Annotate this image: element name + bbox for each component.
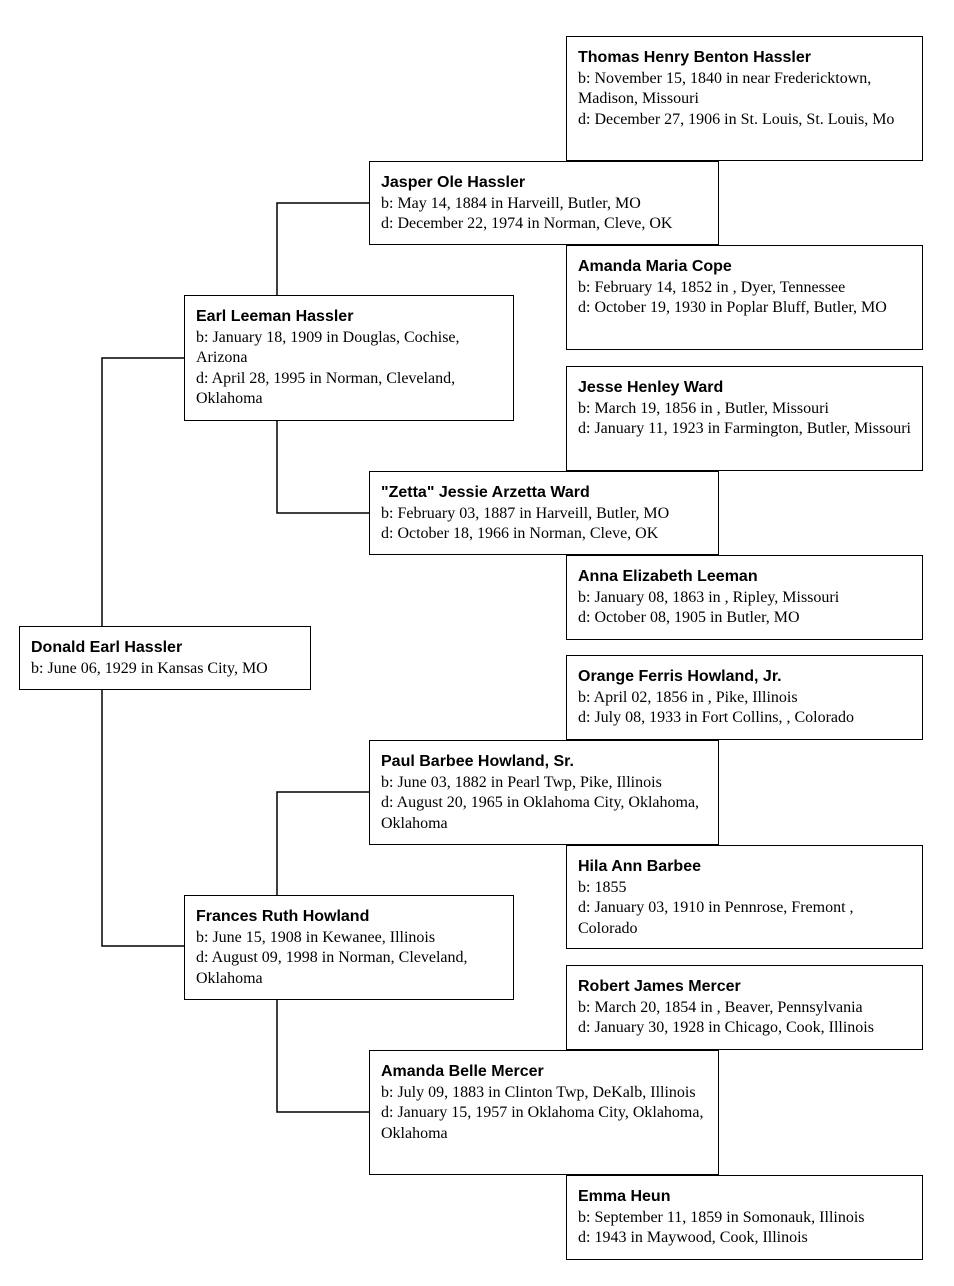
person-birth: b: February 03, 1887 in Harveill, Butler… <box>381 504 670 522</box>
person-birth: b: July 09, 1883 in Clinton Twp, DeKalb,… <box>381 1083 696 1101</box>
person-name: Hila Ann Barbee <box>578 858 701 875</box>
person-birth: b: February 14, 1852 in , Dyer, Tennesse… <box>578 278 846 296</box>
person-box-p7: Amanda Belle Mercer b: July 09, 1883 in … <box>369 1050 719 1175</box>
person-box-p12: Orange Ferris Howland, Jr. b: April 02, … <box>566 655 923 740</box>
person-death: d: January 11, 1923 in Farmington, Butle… <box>578 420 911 437</box>
person-birth: b: November 15, 1840 in near Frederickto… <box>578 69 872 108</box>
person-birth: b: 1855 <box>578 878 627 896</box>
person-name: Frances Ruth Howland <box>196 908 370 925</box>
person-death: d: January 30, 1928 in Chicago, Cook, Il… <box>578 1019 874 1036</box>
person-box-p5: "Zetta" Jessie Arzetta Ward b: February … <box>369 471 719 555</box>
connector-p1-parents <box>101 357 184 947</box>
connector-p3-parents <box>276 791 369 1113</box>
person-birth: b: April 02, 1856 in , Pike, Illinois <box>578 688 798 706</box>
person-birth: b: September 11, 1859 in Somonauk, Illin… <box>578 1208 865 1226</box>
person-box-p14: Robert James Mercer b: March 20, 1854 in… <box>566 965 923 1050</box>
person-name: Amanda Maria Cope <box>578 258 732 275</box>
person-name: Paul Barbee Howland, Sr. <box>381 753 574 770</box>
person-birth: b: June 06, 1929 in Kansas City, MO <box>31 659 268 677</box>
person-box-p13: Hila Ann Barbee b: 1855 d: January 03, 1… <box>566 845 923 949</box>
person-birth: b: January 08, 1863 in , Ripley, Missour… <box>578 588 840 606</box>
person-name: Jasper Ole Hassler <box>381 174 526 191</box>
person-birth: b: March 19, 1856 in , Butler, Missouri <box>578 399 829 417</box>
person-death: d: December 27, 1906 in St. Louis, St. L… <box>578 110 895 128</box>
person-box-p4: Jasper Ole Hassler b: May 14, 1884 in Ha… <box>369 161 719 245</box>
person-name: Amanda Belle Mercer <box>381 1063 544 1080</box>
person-name: Jesse Henley Ward <box>578 379 724 396</box>
person-birth: b: March 20, 1854 in , Beaver, Pennsylva… <box>578 998 863 1016</box>
person-box-p8: Thomas Henry Benton Hassler b: November … <box>566 36 923 161</box>
person-name: Anna Elizabeth Leeman <box>578 568 758 585</box>
person-box-p10: Jesse Henley Ward b: March 19, 1856 in ,… <box>566 366 923 471</box>
person-box-p1: Donald Earl Hassler b: June 06, 1929 in … <box>19 626 311 690</box>
person-death: d: January 15, 1957 in Oklahoma City, Ok… <box>381 1104 704 1142</box>
person-death: d: April 28, 1995 in Norman, Cleveland, … <box>196 369 456 408</box>
person-box-p9: Amanda Maria Cope b: February 14, 1852 i… <box>566 245 923 350</box>
person-name: Thomas Henry Benton Hassler <box>578 49 811 66</box>
person-death: d: October 18, 1966 in Norman, Cleve, OK <box>381 525 659 542</box>
person-name: "Zetta" Jessie Arzetta Ward <box>381 484 590 501</box>
person-box-p2: Earl Leeman Hassler b: January 18, 1909 … <box>184 295 514 421</box>
connector-p2-parents <box>276 202 369 514</box>
person-box-p3: Frances Ruth Howland b: June 15, 1908 in… <box>184 895 514 1000</box>
person-death: d: August 20, 1965 in Oklahoma City, Okl… <box>381 794 700 832</box>
person-birth: b: June 15, 1908 in Kewanee, Illinois <box>196 928 436 946</box>
person-birth: b: May 14, 1884 in Harveill, Butler, MO <box>381 194 641 212</box>
person-name: Orange Ferris Howland, Jr. <box>578 668 782 685</box>
person-name: Donald Earl Hassler <box>31 639 183 656</box>
person-death: d: August 09, 1998 in Norman, Cleveland,… <box>196 949 468 987</box>
person-death: d: October 08, 1905 in Butler, MO <box>578 609 800 626</box>
person-death: d: July 08, 1933 in Fort Collins, , Colo… <box>578 709 855 726</box>
person-death: d: 1943 in Maywood, Cook, Illinois <box>578 1229 808 1246</box>
person-birth: b: June 03, 1882 in Pearl Twp, Pike, Ill… <box>381 773 662 791</box>
person-death: d: December 22, 1974 in Norman, Cleve, O… <box>381 215 673 232</box>
person-name: Emma Heun <box>578 1188 671 1205</box>
person-death: d: October 19, 1930 in Poplar Bluff, But… <box>578 299 887 316</box>
person-name: Earl Leeman Hassler <box>196 308 354 325</box>
person-box-p15: Emma Heun b: September 11, 1859 in Somon… <box>566 1175 923 1260</box>
person-box-p6: Paul Barbee Howland, Sr. b: June 03, 188… <box>369 740 719 845</box>
person-name: Robert James Mercer <box>578 978 741 995</box>
person-birth: b: January 18, 1909 in Douglas, Cochise,… <box>196 328 460 367</box>
person-box-p11: Anna Elizabeth Leeman b: January 08, 186… <box>566 555 923 640</box>
person-death: d: January 03, 1910 in Pennrose, Fremont… <box>578 899 854 937</box>
